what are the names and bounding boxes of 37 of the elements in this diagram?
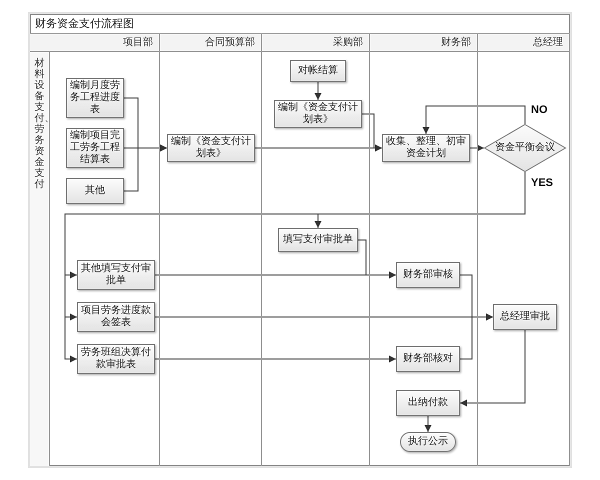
flow-arrow: [460, 330, 526, 406]
process-box: 填写支付审批单: [278, 228, 358, 252]
terminal-box: 执行公示: [400, 432, 456, 452]
lane-header: 采购部: [333, 37, 363, 49]
side-band: [30, 52, 50, 466]
diagram-title: 财务资金支付流程图: [35, 17, 134, 31]
lane-header: 合同预算部: [205, 37, 255, 49]
process-box: 财务部审核: [396, 262, 460, 288]
flow-arrow: [314, 82, 322, 100]
flow-arrow: [154, 356, 396, 362]
process-box: 其他填写支付审批单: [77, 260, 155, 290]
decision-diamond: [484, 124, 566, 172]
process-box: 出纳付款: [396, 390, 460, 416]
process-box: 收集、整理、初审资金计划: [382, 134, 470, 162]
decision-label: 资金平衡会议: [495, 142, 555, 154]
flow-arrow: [422, 106, 526, 134]
edge-label: YES: [531, 177, 554, 190]
process-box: 总经理审批: [493, 304, 557, 330]
flow-arrow: [124, 144, 168, 192]
lane-header: 项目部: [123, 37, 153, 49]
process-box: 编制月度劳务工程进度表: [66, 78, 124, 118]
process-box: 编制《资金支付计划表》: [274, 100, 362, 128]
process-box: 其他: [66, 178, 124, 204]
process-box: 对帐结算: [290, 60, 346, 82]
flow-arrow: [358, 240, 396, 278]
lane-header: 总经理: [533, 37, 563, 49]
edge-label: NO: [531, 104, 548, 117]
process-box: 财务部核对: [396, 346, 460, 372]
lane-header: 财务部: [441, 37, 471, 49]
flow-arrow: [470, 144, 484, 152]
process-box: 劳务班组决算付款审批表: [77, 344, 155, 374]
process-box: 编制《资金支付计划表》: [167, 134, 255, 162]
flow-arrow: [460, 314, 494, 360]
flow-arrow: [362, 114, 382, 152]
process-box: 编制项目完工劳务工程结算表: [66, 128, 124, 168]
process-box: 项目劳务进度款会签表: [77, 302, 155, 332]
flow-arrow: [424, 416, 432, 432]
